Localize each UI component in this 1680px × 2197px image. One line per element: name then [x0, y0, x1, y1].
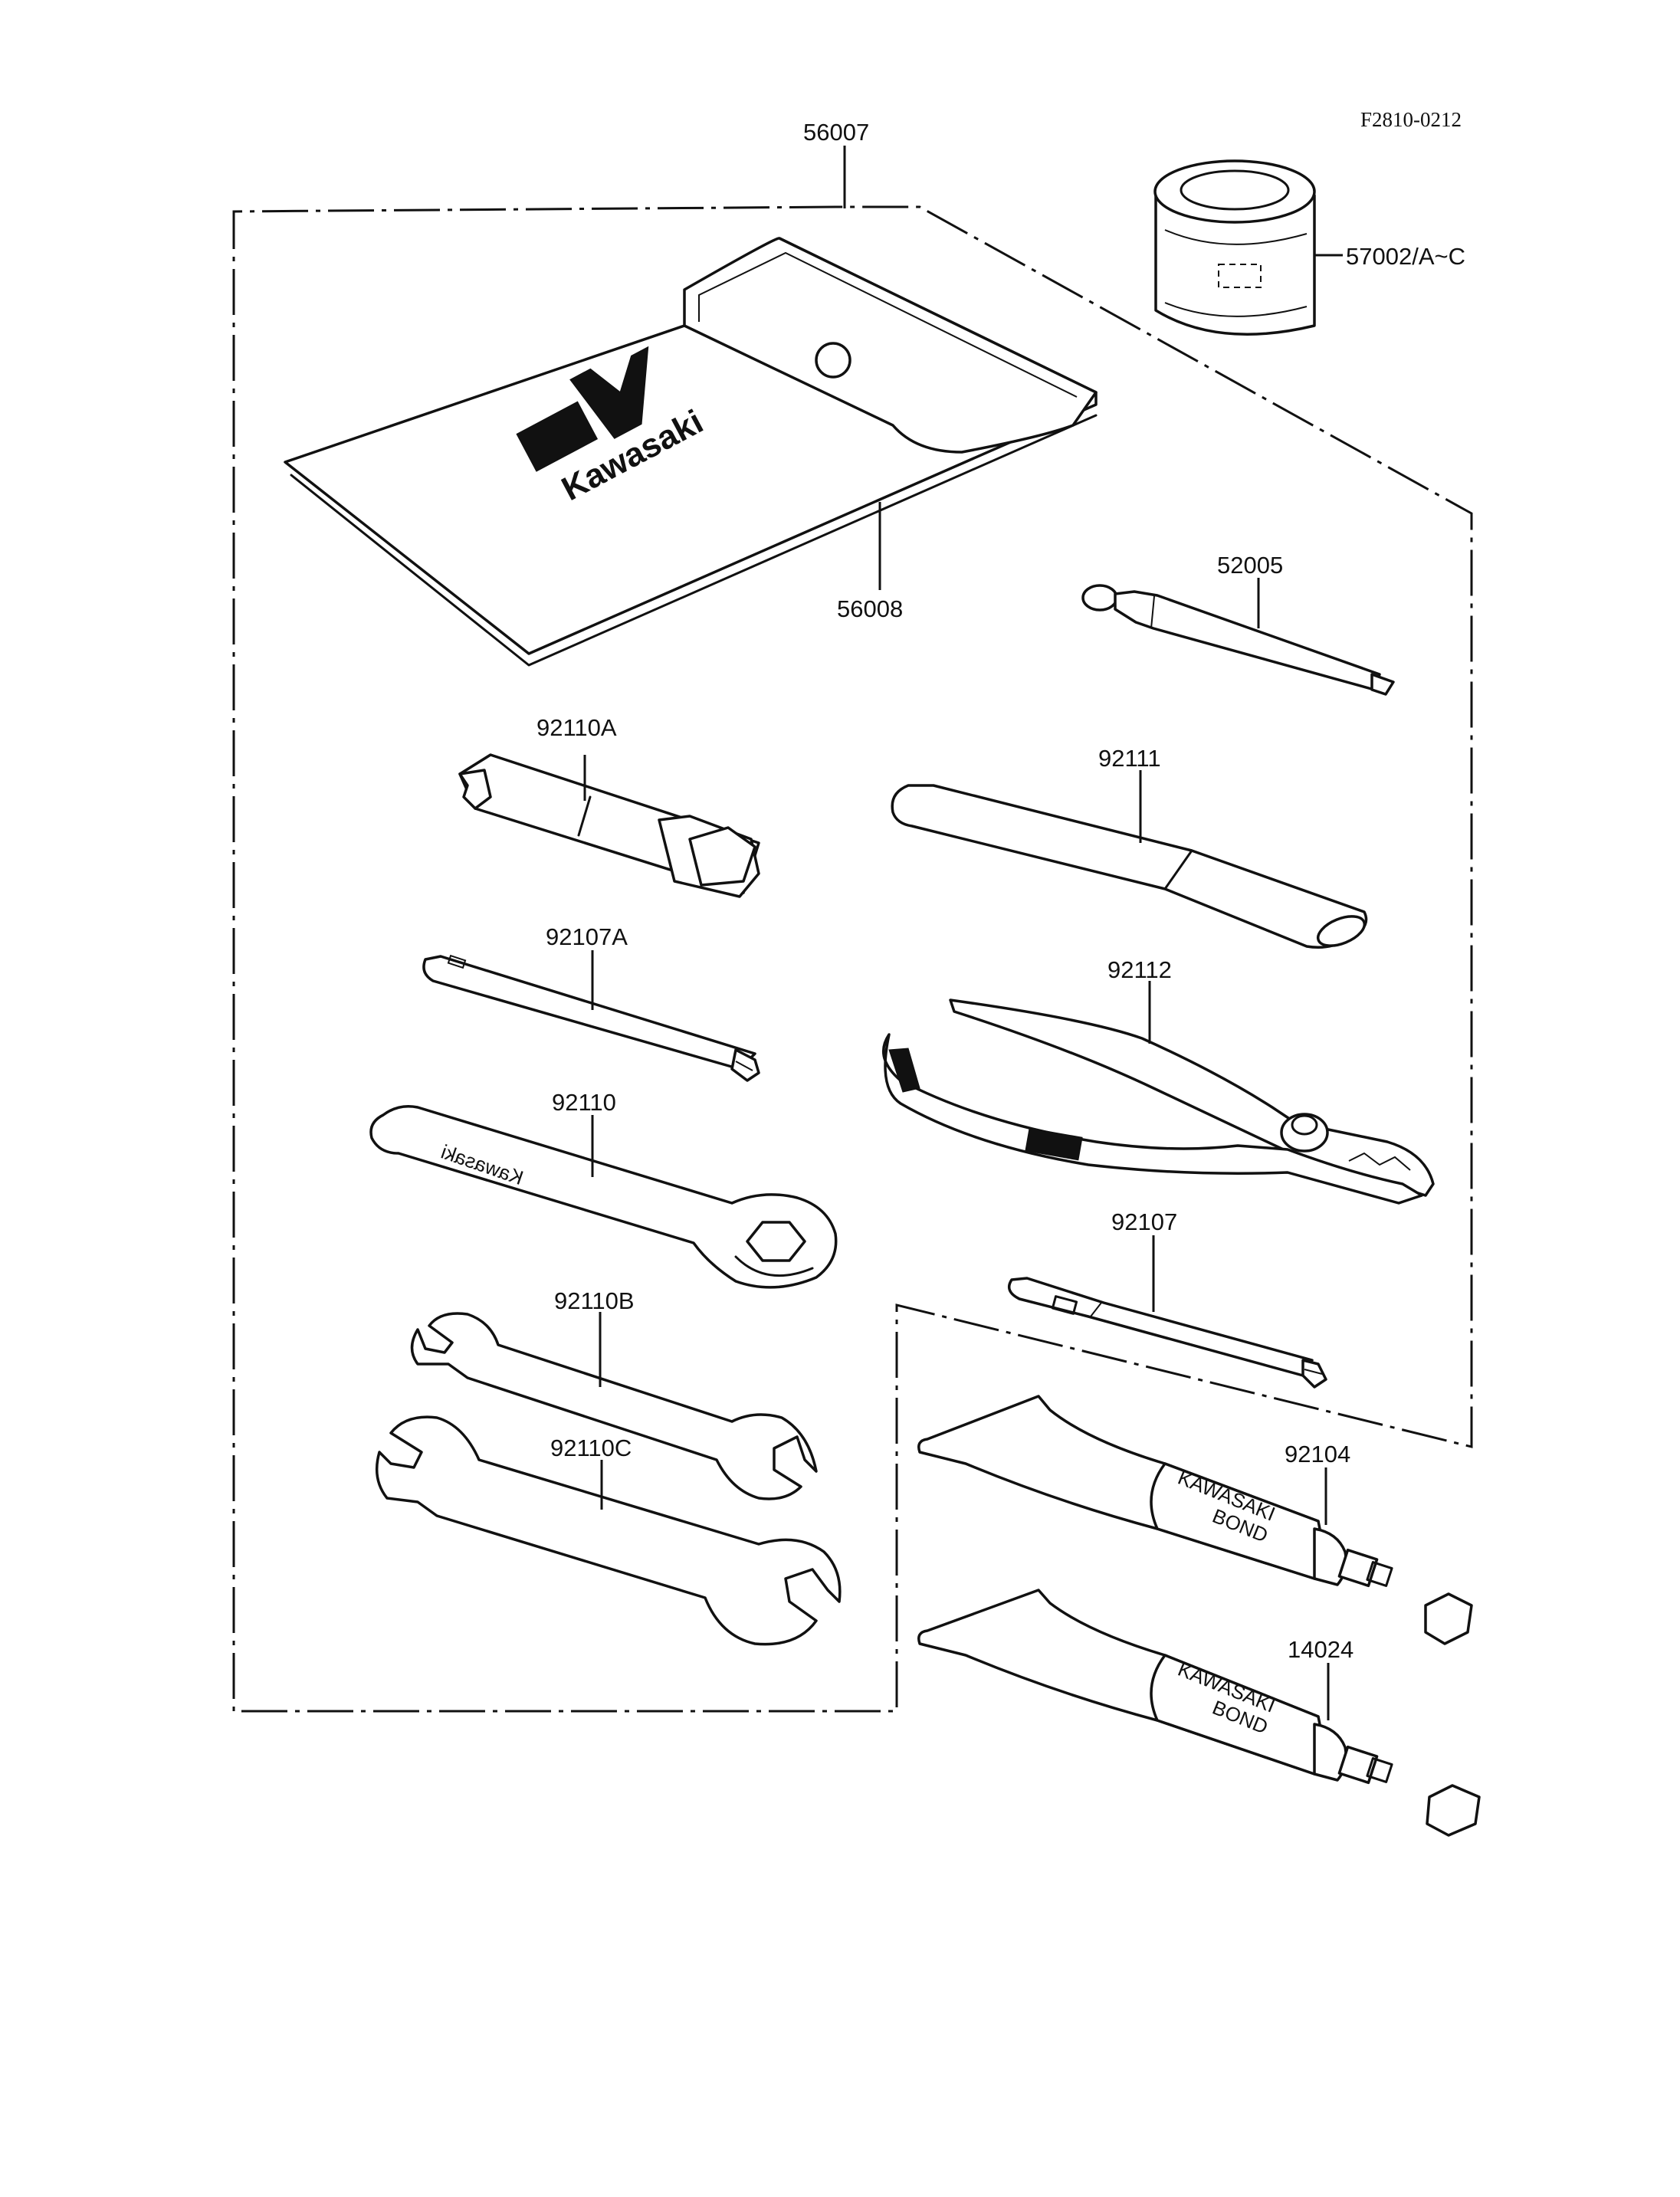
- box-wrench-92110: Kawasaki: [369, 1105, 838, 1289]
- spark-plug-wrench-92110A: [458, 753, 760, 898]
- grease-can-57002: [1153, 159, 1316, 336]
- part-label-92110: 92110: [552, 1089, 616, 1116]
- part-label-52005: 52005: [1217, 552, 1283, 579]
- part-label-57002: 57002/A~C: [1346, 243, 1465, 270]
- part-label-92110C: 92110C: [550, 1435, 632, 1461]
- screwdriver-92107A: [422, 954, 760, 1082]
- pliers-92112: [882, 998, 1435, 1205]
- part-label-92112: 92112: [1107, 956, 1172, 983]
- part-label-92110B: 92110B: [554, 1287, 635, 1314]
- tool-pouch-56008: Kawasaki: [284, 237, 1098, 667]
- part-label-92107A: 92107A: [546, 923, 628, 950]
- part-label-56007: 56007: [803, 119, 869, 146]
- drawing-code: F2810-0212: [1360, 108, 1462, 131]
- extension-handle-92111: [891, 784, 1368, 949]
- tool-52005: [1081, 584, 1395, 696]
- bond-tube-14024: KAWASAKI BOND: [917, 1589, 1481, 1837]
- part-label-92111: 92111: [1098, 745, 1161, 772]
- part-label-92107: 92107: [1111, 1208, 1177, 1235]
- screwdriver-92107: [1007, 1277, 1327, 1389]
- open-end-wrench-92110B: [410, 1312, 818, 1500]
- part-label-92110A: 92110A: [536, 714, 617, 741]
- open-end-wrench-92110C: [375, 1415, 842, 1646]
- part-label-56008: 56008: [837, 595, 903, 622]
- kit-boundary-line: [232, 205, 1473, 1713]
- part-label-14024: 14024: [1288, 1636, 1354, 1663]
- part-label-92104: 92104: [1285, 1441, 1350, 1467]
